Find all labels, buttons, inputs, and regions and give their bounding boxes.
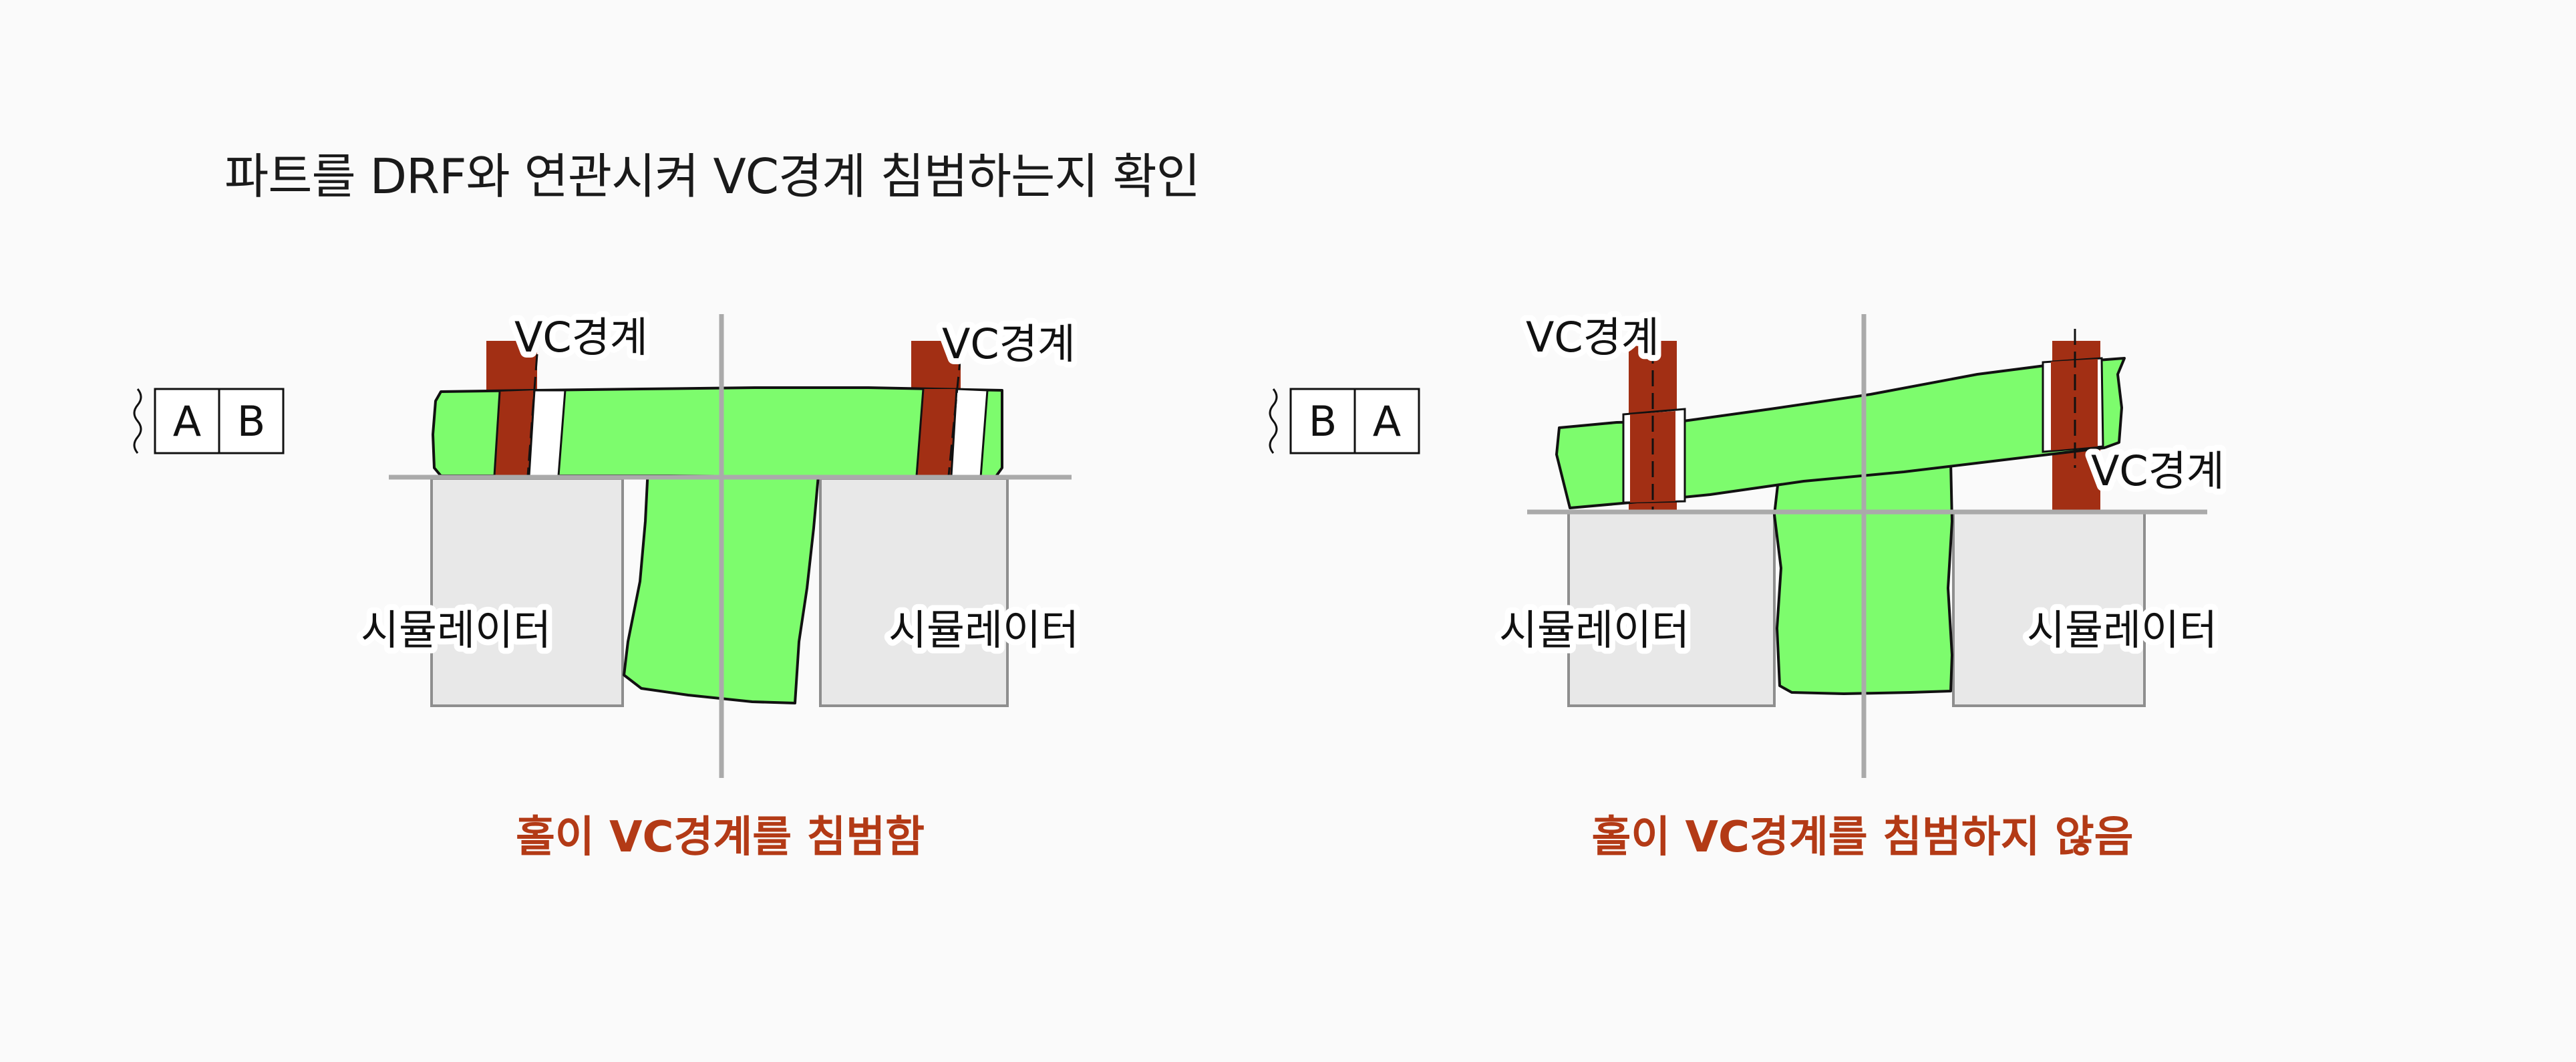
- vc-label-right-2: VC경계: [2091, 446, 2225, 495]
- part-plate-right: [1555, 357, 2126, 509]
- datum-second-right: A: [1373, 397, 1401, 446]
- datum-second-left: B: [237, 397, 266, 446]
- datum-frame-left: A B: [133, 388, 285, 454]
- simulator-block-right-1: [1567, 511, 1776, 707]
- simulator-label-right-2: 시뮬레이터: [2027, 606, 2217, 654]
- datum-frame-right: B A: [1269, 388, 1420, 454]
- caption-left: 홀이 VC경계를 침범함: [516, 813, 925, 862]
- vc-boundary-band-left-1: [486, 341, 537, 394]
- caption-right: 홀이 VC경계를 침범하지 않음: [1591, 813, 2133, 862]
- simulator-label-left-2: 시뮬레이터: [889, 606, 1079, 654]
- simulator-label-left-1: 시뮬레이터: [361, 606, 551, 654]
- vc-boundary-overlap-left-1: [494, 390, 534, 476]
- datum-first-left: A: [173, 397, 201, 446]
- vc-label-left-2: VC경계: [942, 319, 1076, 368]
- right-panel: B A VC경계 VC경계 시뮬레이터 시뮬레이터 홀이 VC경계를 침범하지 …: [1269, 307, 2231, 862]
- simulator-label-right-1: 시뮬레이터: [1499, 606, 1689, 654]
- left-panel: A B VC경계 VC경계 시뮬레이터 시뮬레이터 홀이 VC경계를: [133, 307, 1085, 862]
- vc-label-left-1: VC경계: [514, 313, 648, 362]
- simulator-block-left-2: [819, 477, 1009, 707]
- vc-boundary-overlap-left-2: [917, 389, 957, 476]
- simulator-block-right-2: [1952, 511, 2146, 707]
- page-title: 파트를 DRF와 연관시켜 VC경계 침범하는지 확인: [224, 148, 1200, 205]
- vc-boundary-band-left-2: [911, 341, 961, 394]
- simulator-block-left-1: [430, 477, 624, 707]
- datum-first-right: B: [1309, 397, 1337, 446]
- vc-label-right-1: VC경계: [1526, 313, 1659, 362]
